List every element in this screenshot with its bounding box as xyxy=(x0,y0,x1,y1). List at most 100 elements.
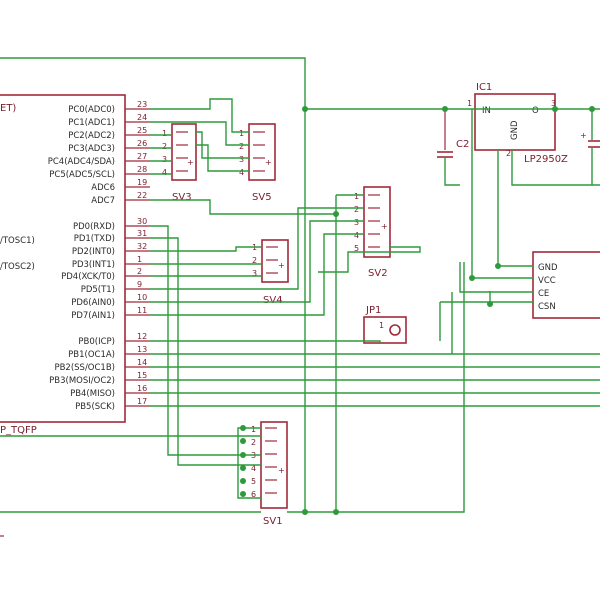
header-sv1-pin-6: 6 xyxy=(251,490,256,499)
mcu-body xyxy=(0,94,126,423)
regulator-pin-1: 1 xyxy=(467,99,472,108)
mcu-pin-label: PB1(OC1A) xyxy=(68,350,115,360)
header-sv3-pin-1: 1 xyxy=(162,129,167,138)
junctions xyxy=(240,106,595,515)
regulator-ic1: IC1 IN O GND 1 3 2 LP2950Z xyxy=(467,82,568,165)
header-sv2-ref: SV2 xyxy=(368,268,388,279)
wires xyxy=(0,57,600,513)
mcu-pin-label: PC1(ADC1) xyxy=(68,118,115,128)
header-sv3-pin-3: 3 xyxy=(162,155,167,164)
mcu-pin-label: PC5(ADC5/SCL) xyxy=(49,170,115,180)
mcu-pin-label: PD4(XCK/T0) xyxy=(61,272,115,282)
mcu-pin-number: 19 xyxy=(137,178,147,187)
mcu-pin-number: 27 xyxy=(137,152,147,161)
header-sv4: SV4 1 2 3 + xyxy=(252,239,289,306)
mcu-pin-number: 13 xyxy=(137,345,147,354)
header-sv1-pin-1: 1 xyxy=(251,425,256,434)
regulator-pin-in: IN xyxy=(482,106,491,116)
header-sv3-pin-4: 4 xyxy=(162,168,167,177)
header-sv1-pin-4: 4 xyxy=(251,464,256,473)
mcu-pin-label: PB5(SCK) xyxy=(75,402,115,412)
mcu-pin-list: PC0(ADC0)23PC1(ADC1)24PC2(ADC2)25PC3(ADC… xyxy=(48,100,150,412)
mcu-pin-label: PD0(RXD) xyxy=(73,222,115,232)
regulator-body xyxy=(474,93,556,151)
capacitor-c2-ref: C2 xyxy=(456,139,469,150)
header-sv4-plus: + xyxy=(278,261,285,270)
mcu-pin-number: 24 xyxy=(137,113,147,122)
header-sv3-plus: + xyxy=(187,158,194,167)
mcu-pin-label: PC0(ADC0) xyxy=(68,105,115,115)
header-sv1-plus: + xyxy=(278,466,285,475)
capacitor-c2: C2 xyxy=(437,109,469,158)
rf-module-pin-ce: CE xyxy=(538,289,549,299)
mcu-pin-number: 10 xyxy=(137,293,147,302)
header-sv2-pin-2: 2 xyxy=(354,205,359,214)
header-sv1-pin-5: 5 xyxy=(251,477,256,486)
rf-module-pin-csn: CSN xyxy=(538,302,556,312)
header-sv3: SV3 1 2 3 4 + xyxy=(162,123,197,203)
mcu-pin-number: 15 xyxy=(137,371,147,380)
header-sv2-plus: + xyxy=(381,222,388,231)
mcu-package-fragment: P_TQFP xyxy=(0,425,37,436)
header-sv1-pin-2: 2 xyxy=(251,438,256,447)
header-sv3-pin-2: 2 xyxy=(162,142,167,151)
regulator-pin-2: 2 xyxy=(506,149,511,158)
mcu-left-fragment-1: /TOSC1) xyxy=(0,236,35,246)
mcu-pin-label: PB2(SS/OC1B) xyxy=(54,363,115,373)
mcu-pin-label: PC3(ADC3) xyxy=(68,144,115,154)
mcu-name-fragment: ET) xyxy=(0,103,16,114)
mcu-pin-label: PD7(AIN1) xyxy=(71,311,115,321)
mcu-pin-label: ADC7 xyxy=(91,196,115,206)
mcu-pin-label: PB3(MOSI/OC2) xyxy=(49,376,115,386)
jumper-pad xyxy=(389,324,401,336)
mcu-pin-label: ADC6 xyxy=(91,183,115,193)
regulator-pin-3: 3 xyxy=(551,99,556,108)
rf-module-body xyxy=(532,251,600,319)
header-sv1: SV1 1 2 3 4 5 6 + xyxy=(251,421,288,527)
mcu-left-fragment-2: /TOSC2) xyxy=(0,262,35,272)
header-sv2: SV2 1 2 3 4 5 + xyxy=(354,186,391,279)
rf-module-pin-vcc: VCC xyxy=(538,276,556,286)
mcu-pin-number: 17 xyxy=(137,397,147,406)
capacitor-polarized: + xyxy=(580,131,600,148)
mcu-pin-label: PC4(ADC4/SDA) xyxy=(48,157,115,167)
jumper-body xyxy=(363,316,407,344)
header-sv5-plus: + xyxy=(265,158,272,167)
jumper-ref: JP1 xyxy=(365,305,381,316)
header-sv5-pin-4: 4 xyxy=(239,168,244,177)
header-sv2-pin-1: 1 xyxy=(354,192,359,201)
header-sv4-ref: SV4 xyxy=(263,295,283,306)
mcu-pin-number: 25 xyxy=(137,126,147,135)
rf-module-pin-gnd: GND xyxy=(538,263,558,273)
mcu-pin-number: 22 xyxy=(137,191,147,200)
regulator-ref: IC1 xyxy=(476,82,492,93)
mcu-pin-label: PB4(MISO) xyxy=(70,389,115,399)
mcu-pin-number: 28 xyxy=(137,165,147,174)
mcu-pin-label: PB0(ICP) xyxy=(78,337,115,347)
mcu-pin-number: 12 xyxy=(137,332,147,341)
mcu-pin-number: 30 xyxy=(137,217,147,226)
header-sv1-ref: SV1 xyxy=(263,516,283,527)
mcu-pin-label: PD6(AIN0) xyxy=(71,298,115,308)
mcu-pin-number: 11 xyxy=(137,306,147,315)
jumper-pin: 1 xyxy=(379,321,384,330)
header-sv2-pin-3: 3 xyxy=(354,218,359,227)
mcu-pin-label: PD1(TXD) xyxy=(74,234,115,244)
header-sv4-pin-2: 2 xyxy=(252,256,257,265)
mcu-pin-number: 14 xyxy=(137,358,147,367)
mcu-pin-label: PD2(INT0) xyxy=(72,247,115,257)
regulator-pin-out: O xyxy=(532,106,539,116)
mcu-pin-label: PC2(ADC2) xyxy=(68,131,115,141)
mcu-pin-label: PD3(INT1) xyxy=(72,260,115,270)
mcu-pin-number: 26 xyxy=(137,139,147,148)
regulator-value: LP2950Z xyxy=(524,154,568,165)
mcu-pin-label: PD5(T1) xyxy=(81,285,115,295)
rf-module: GND VCC CE CSN xyxy=(532,251,600,319)
header-sv2-pin-4: 4 xyxy=(354,231,359,240)
header-sv4-pin-3: 3 xyxy=(252,269,257,278)
mcu-pin-number: 32 xyxy=(137,242,147,251)
regulator-pin-gnd: GND xyxy=(510,120,520,140)
header-sv2-pin-5: 5 xyxy=(354,244,359,253)
mcu-pin-number: 2 xyxy=(137,267,142,276)
